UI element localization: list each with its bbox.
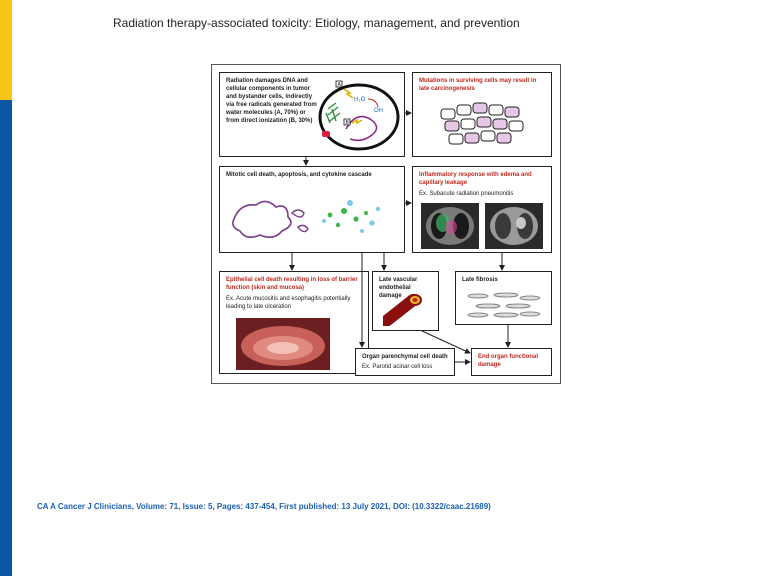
accent-bar-blue	[0, 100, 12, 576]
box-mitotic-death: Mitotic cell death, apoptosis, and cytok…	[219, 166, 405, 253]
box-parenchymal: Organ parenchymal cell death Ex. Parotid…	[355, 348, 455, 376]
photon-marker-b	[343, 118, 351, 126]
box-inflammatory-text: Inflammatory response with edema and cap…	[419, 172, 532, 187]
lung-ct-images	[421, 203, 543, 249]
radical-label: OH	[374, 108, 383, 114]
toxicity-flow-diagram: Radiation damages DNA and cellular compo…	[211, 64, 561, 384]
box-fibrosis-text: Late fibrosis	[462, 277, 498, 283]
photon-label-a: A	[338, 82, 342, 88]
cytokine-dots-blue	[322, 200, 381, 233]
citation-text: CA A Cancer J Clinicians, Volume: 71, Is…	[37, 502, 491, 511]
nucleus-icon	[345, 115, 378, 142]
accent-bar-yellow	[0, 0, 12, 100]
box-vascular-text: Late vascular endothelial damage	[379, 277, 418, 300]
box-mutations: Mutations in surviving cells may result …	[412, 72, 552, 157]
box-end-organ-text: End organ functional damage	[478, 354, 538, 369]
box-epithelial-text: Epithelial cell death resulting in loss …	[226, 277, 358, 292]
dna-strands-icon	[325, 102, 341, 124]
box-parenchymal-text: Organ parenchymal cell death	[362, 354, 448, 360]
box-vascular: Late vascular endothelial damage	[372, 271, 439, 331]
box-mitotic-death-text: Mitotic cell death, apoptosis, and cytok…	[226, 172, 372, 178]
apoptosis-illustration	[232, 200, 381, 239]
dna-cell-illustration: A B H₂O OH	[318, 80, 400, 151]
ray-icon-b	[351, 118, 363, 125]
mucositis-photo	[236, 318, 330, 370]
cell-cluster-illustration	[440, 102, 524, 145]
box-inflammatory: Inflammatory response with edema and cap…	[412, 166, 552, 253]
blood-vessel-icon	[383, 294, 422, 326]
box-dna-damage-text: Radiation damages DNA and cellular compo…	[226, 78, 317, 125]
box-epithelial: Epithelial cell death resulting in loss …	[219, 271, 369, 374]
box-end-organ: End organ functional damage	[471, 348, 552, 376]
box-inflammatory-example: Ex. Subacute radiation pneumonitis	[419, 191, 514, 198]
ray-icon-a	[343, 88, 354, 99]
box-epithelial-example: Ex. Acute mucositis and esophagitis pote…	[226, 296, 351, 311]
photon-label-b: B	[346, 120, 350, 126]
cell-fragment-icon	[290, 209, 309, 233]
box-dna-damage: Radiation damages DNA and cellular compo…	[219, 72, 405, 157]
fibroblast-illustration	[467, 292, 541, 318]
fragmented-cell-icon	[232, 200, 292, 239]
cytokine-dots	[327, 208, 368, 228]
photon-marker-a	[335, 80, 343, 88]
mitochondria-icon	[322, 131, 330, 137]
cell-membrane	[318, 83, 400, 151]
box-fibrosis: Late fibrosis	[455, 271, 552, 325]
box-mutations-text: Mutations in surviving cells may result …	[419, 78, 537, 93]
water-to-radical-arrow	[367, 98, 379, 108]
slide-title: Radiation therapy-associated toxicity: E…	[113, 16, 520, 30]
water-label: H₂O	[354, 97, 366, 103]
box-parenchymal-example: Ex. Parotid acinar cell loss	[362, 364, 433, 371]
